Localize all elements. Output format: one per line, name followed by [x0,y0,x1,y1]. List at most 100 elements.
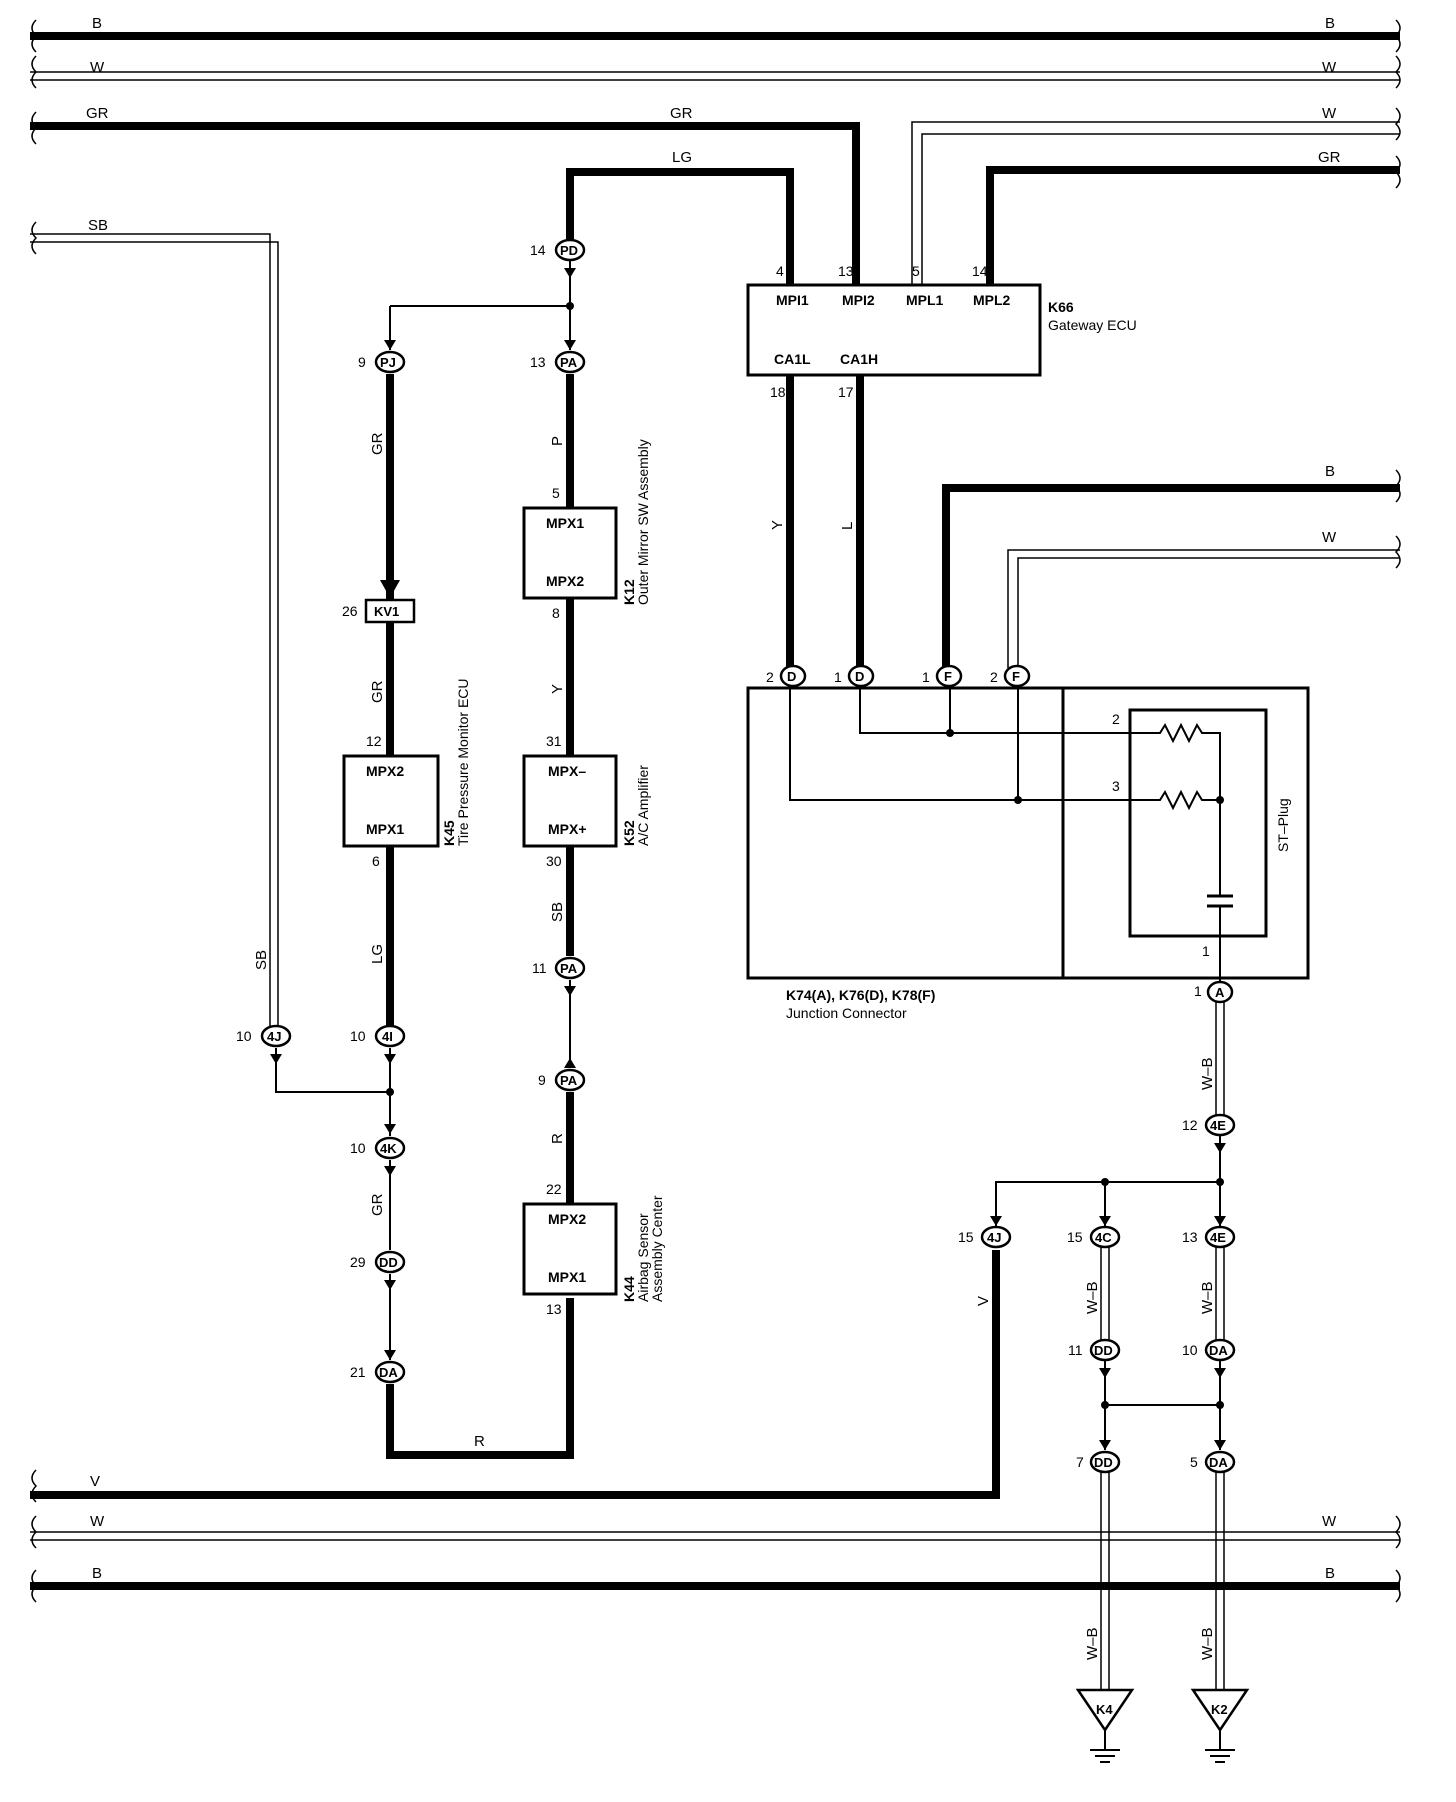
lbl-gr-3: GR [369,1193,386,1216]
ground-k2-label: K2 [1211,1702,1228,1717]
lbl-v-vert: V [975,1296,992,1306]
conn-dd-r1: DD [1094,1343,1113,1358]
lbl-r-mid: R [549,1133,566,1144]
conn-pa-2: PA [560,961,578,976]
lbl-p: P [549,436,566,446]
st-pin-2: 2 [1112,711,1120,727]
mpin-11: 11 [532,960,547,976]
junction-name: Junction Connector [786,1005,907,1021]
jpin-1f: 1 [922,669,930,685]
jpin-2d: 2 [766,669,774,685]
gateway-ecu-box [746,283,1042,377]
rpin-15a: 15 [958,1229,974,1245]
junction-pins: D D F F 2 1 1 2 A 1 [766,664,1234,1004]
top-bus [30,32,1400,285]
lbl-wb-1: W–B [1199,1057,1216,1090]
wire-sb [30,233,279,1030]
mirror-sw: MPX1 MPX2 K12 Outer Mirror SW Assembly [522,439,651,605]
mpin-31: 31 [546,733,562,749]
lbl-lg-2: LG [369,944,386,964]
lbl-gr-mpl2: GR [1318,149,1341,166]
lpin-10b: 10 [350,1028,366,1044]
pin-num-4: 4 [776,263,784,279]
lbl-gr-2: GR [369,680,386,703]
rpin-13: 13 [1182,1229,1198,1245]
conn-kv1: KV1 [374,604,399,619]
lbl-gr-top-left: GR [86,105,109,122]
wire-r-loop [386,1298,574,1459]
lbl-w-bot-left: W [90,1513,105,1530]
junction-id: K74(A), K76(D), K78(F) [786,987,935,1003]
arrow-marks [270,268,1226,1450]
tpms-pin-mpx2: MPX2 [366,763,404,779]
right-connectors: 4E 12 4J 15 4C 15 4E 13 DD 11 DA 10 DD 7… [958,1113,1236,1474]
conn-pd: PD [560,243,578,258]
lbl-sb-mid: SB [549,902,566,922]
conn-da-r1: DA [1209,1343,1228,1358]
st-plug-label: ST–Plug [1275,798,1291,852]
lbl-y-mid: Y [549,684,566,694]
lbl-gr-1: GR [369,432,386,455]
conn-pa-3: PA [560,1073,578,1088]
mirror-pin-mpx2: MPX2 [546,573,584,589]
lbl-b-top-left: B [92,15,102,32]
ac-name: A/C Amplifier [635,765,651,846]
wire-w-junction-b [1017,557,1400,668]
conn-4j-r: 4J [987,1230,1001,1245]
conn-4e-a: 4E [1210,1118,1226,1133]
pin-num-13: 13 [838,263,854,279]
conn-a: A [1215,985,1225,1000]
wire-lg [566,168,794,285]
airbag-name-2: Assembly Center [649,1195,665,1302]
lbl-y-ca: Y [769,520,786,530]
ground-k4 [1075,1688,1135,1733]
wire-w-mpl1-b [921,133,1400,285]
lbl-w-top-right: W [1322,59,1337,76]
pin-ca1h: CA1H [840,351,878,367]
rpin-10: 10 [1182,1342,1198,1358]
rpin-12: 12 [1182,1117,1198,1133]
lpin-6: 6 [372,853,380,869]
lbl-sb-vert: SB [253,950,270,970]
pd-branch [389,260,571,350]
st-plug-box [1128,708,1268,938]
conn-4j-l: 4J [267,1029,281,1044]
lbl-sb-top: SB [88,217,108,234]
conn-pj: PJ [380,355,396,370]
conn-4i: 4I [382,1029,393,1044]
lbl-b-mid: B [1325,463,1335,480]
ac-id: K52 [621,820,637,846]
conn-4k: 4K [380,1141,397,1156]
lpin-29: 29 [350,1254,366,1270]
st-pin-3: 3 [1112,778,1120,794]
lbl-l-ca: L [839,522,856,530]
lbl-r-bot: R [474,1433,485,1450]
gateway-name: Gateway ECU [1048,317,1137,333]
tpms-name: Tire Pressure Monitor ECU [455,678,471,846]
jpin-1a: 1 [1194,983,1202,999]
mpin-8: 8 [552,605,560,621]
pin-mpi1: MPI1 [776,292,809,308]
conn-dd-l: DD [379,1255,398,1270]
tpms-pin-mpx1: MPX1 [366,821,404,837]
gateway-ecu: MPI1 MPI2 MPL1 MPL2 CA1L CA1H K66 Gatewa… [746,263,1137,400]
wire-gr-mpl2 [986,166,1400,285]
mpin-22: 22 [546,1181,562,1197]
lbl-wb-2: W–B [1084,1281,1101,1314]
lbl-w-mid: W [1322,529,1337,546]
conn-4e-b: 4E [1210,1230,1226,1245]
wire-v [30,1250,1000,1499]
ground-k2 [1190,1688,1250,1733]
mpin-13: 13 [530,354,546,370]
ac-pin-plus: MPX+ [548,821,587,837]
lpin-26: 26 [342,603,358,619]
wire-b-junction [942,484,1400,668]
lbl-b-bot-left: B [92,1565,102,1582]
mirror-id: K12 [621,579,637,605]
ground-k4-label: K4 [1096,1702,1113,1717]
airbag-id: K44 [621,1276,637,1302]
conn-d-2: D [855,669,864,684]
lbl-b-bot-right: B [1325,1565,1335,1582]
pin-num-14: 14 [972,263,988,279]
pin-num-17: 17 [838,384,854,400]
